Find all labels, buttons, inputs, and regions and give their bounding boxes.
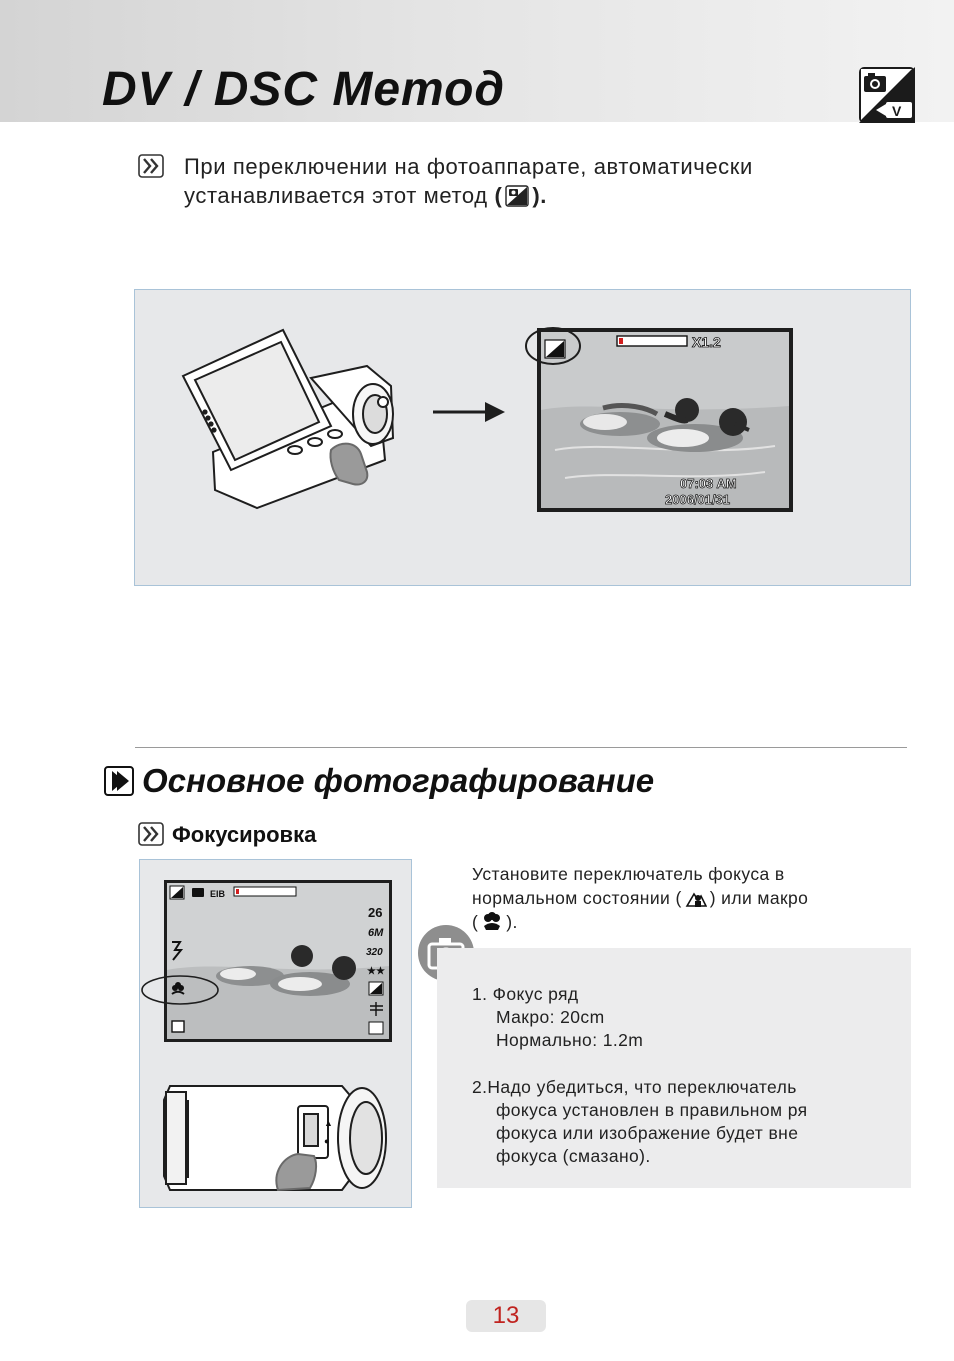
note-2-line-4: фокуса (смазано). <box>496 1146 651 1166</box>
macro-flower-icon <box>171 982 185 995</box>
focus-illustration-panel: EIB 26 6M 320 ★★ <box>139 859 412 1208</box>
focus-description: Установите переключатель фокуса в нормал… <box>472 862 912 934</box>
dsc-mode-icon <box>505 185 530 207</box>
notes-box <box>437 948 911 1188</box>
page-number: 13 <box>466 1300 546 1332</box>
lcd-focus-screen: EIB 26 6M 320 ★★ <box>141 880 392 1042</box>
duck-illustration <box>580 398 750 452</box>
svg-text:●: ● <box>324 1136 329 1146</box>
chevron-bullet-icon <box>138 822 164 846</box>
mode-switch-illustration-panel: X1.2 07:03 AM 2006/01/31 <box>134 289 911 586</box>
intro-line-1: При переключении на фотоаппарате, автома… <box>184 154 753 179</box>
intro-line-2: устанавливается этот метод ( ). <box>184 183 548 208</box>
chevron-section-icon <box>104 766 134 796</box>
page-title: DV / DSC Метод <box>102 63 506 116</box>
resolution-label: 6M <box>368 927 384 939</box>
note-2-line-2: фокуса установлен в правильном ря <box>496 1100 808 1120</box>
focus-illustration: EIB 26 6M 320 ★★ <box>141 880 392 1192</box>
flash-icon <box>172 941 184 961</box>
arrow-right-icon <box>433 402 505 422</box>
note-focus-check: 2.Надо убедиться, что переключатель фоку… <box>472 1076 902 1168</box>
header-band <box>0 0 954 122</box>
date-label: 2006/01/31 <box>665 492 730 507</box>
shots-remaining: 26 <box>368 905 382 920</box>
size-label: 320 <box>366 947 383 958</box>
focus-desc-line-1: Установите переключатель фокуса в <box>472 864 785 884</box>
quality-label: ★★ <box>367 966 385 977</box>
section-divider <box>135 747 907 748</box>
svg-text:V: V <box>892 103 902 119</box>
section-title: Основное фотографирование <box>104 762 654 800</box>
normal-focus-icon <box>685 892 707 907</box>
camcorder-illustration <box>181 328 395 510</box>
svg-text:EIB: EIB <box>210 889 226 899</box>
zoom-label: X1.2 <box>692 334 721 350</box>
note-1-title: 1. Фокус ряд <box>472 984 579 1004</box>
chevron-bullet-icon <box>138 154 164 178</box>
note-2-line-1: 2.Надо убедиться, что переключатель <box>472 1077 797 1097</box>
lcd-preview: X1.2 07:03 AM 2006/01/31 <box>525 327 793 512</box>
focus-desc-line-2: нормальном состоянии ( ) или макро <box>472 888 809 908</box>
note-2-line-3: фокуса или изображение будет вне <box>496 1123 799 1143</box>
time-label: 07:03 AM <box>680 476 737 491</box>
note-focus-range: 1. Фокус ряд Макро: 20cm Нормально: 1.2m <box>472 983 902 1052</box>
camera-focus-switch-illustration: ▲ ● <box>163 1085 387 1192</box>
dv-dsc-mode-icon: V <box>859 67 915 123</box>
mode-switch-illustration: X1.2 07:03 AM 2006/01/31 <box>181 327 793 512</box>
svg-text:▲: ▲ <box>324 1118 333 1128</box>
note-1-normal: Нормально: 1.2m <box>496 1030 644 1050</box>
focus-desc-line-3: ( ). <box>472 912 518 932</box>
macro-focus-icon <box>484 912 501 930</box>
note-1-macro: Макро: 20cm <box>496 1007 605 1027</box>
subsection-title: Фокусировка <box>138 822 316 848</box>
